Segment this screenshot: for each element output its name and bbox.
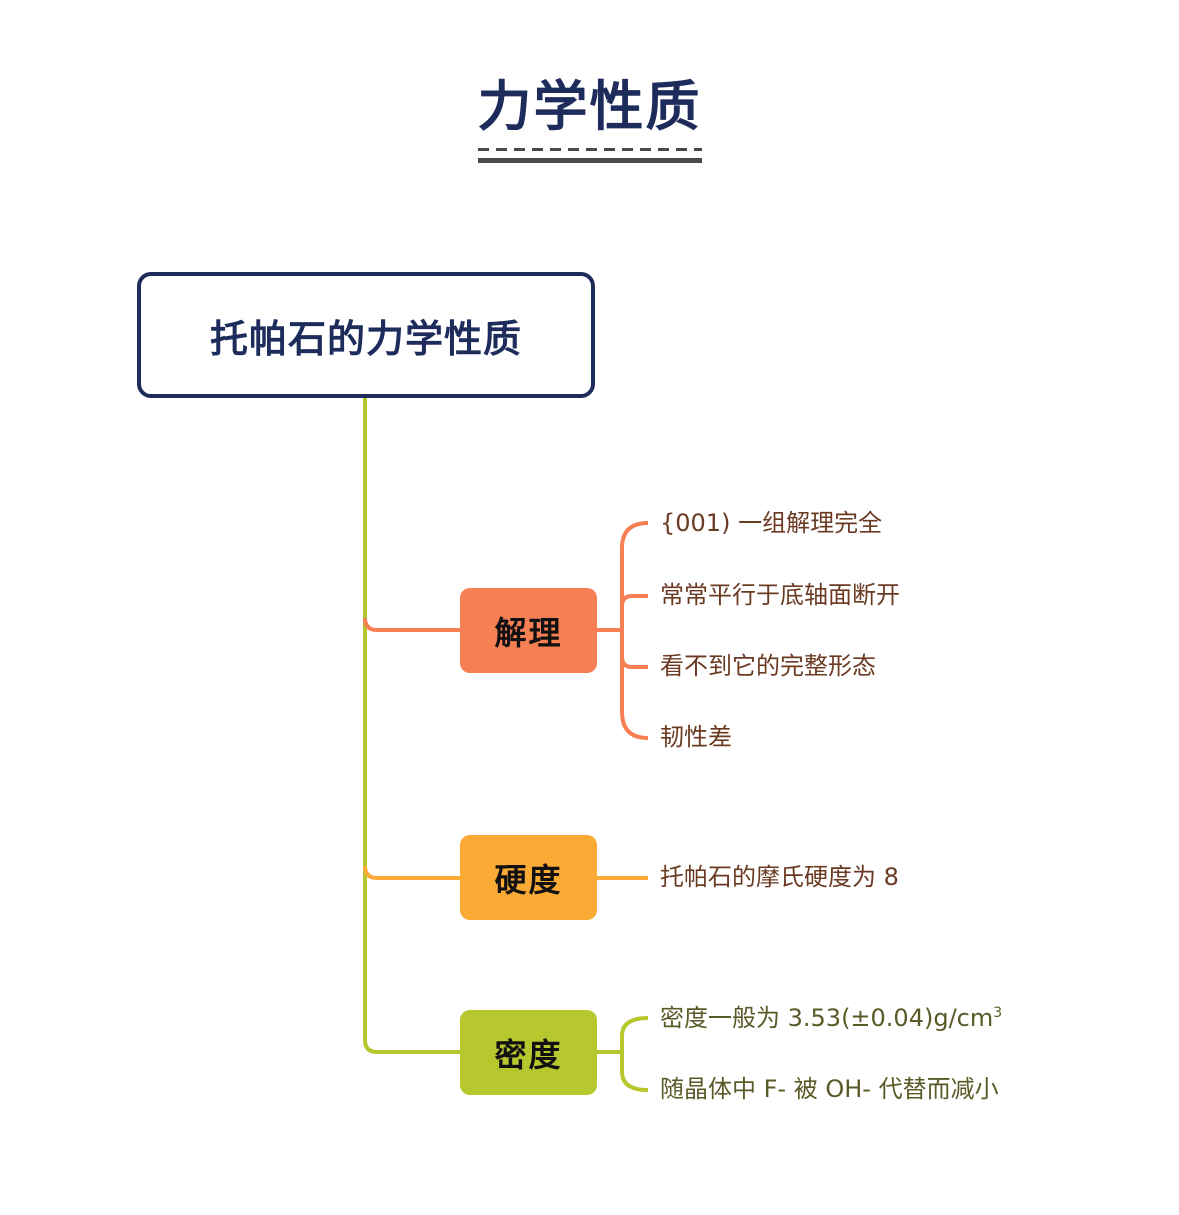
leaf-density-1: 密度一般为 3.53(±0.04)g/cm3 xyxy=(660,1003,1002,1033)
topic-hardness: 硬度 xyxy=(460,835,597,920)
connector-trunk-cleavage xyxy=(363,617,460,632)
connector-density-bracket xyxy=(597,1016,649,1092)
topic-cleavage-label: 解理 xyxy=(494,613,563,652)
connector-cleavage-leaf-3 xyxy=(620,656,648,669)
root-topic-box: 托帕石的力学性质 xyxy=(137,272,595,398)
leaf-density-1-text: 密度一般为 3.53(±0.04)g/cm xyxy=(660,1004,994,1032)
topic-density: 密度 xyxy=(460,1010,597,1095)
leaf-density-1-superscript: 3 xyxy=(993,1005,1003,1021)
trunk-line xyxy=(363,392,460,1054)
connector-cleavage-leaf-2 xyxy=(620,594,648,607)
connector-cleavage-bracket xyxy=(597,521,649,740)
connector-trunk-hardness xyxy=(363,865,460,880)
topic-hardness-label: 硬度 xyxy=(494,860,563,899)
title-underline-solid xyxy=(478,158,702,163)
topic-density-label: 密度 xyxy=(494,1035,563,1074)
title-underline-dashed xyxy=(478,148,702,151)
root-topic-label: 托帕石的力学性质 xyxy=(209,316,522,361)
leaf-cleavage-4: 韧性差 xyxy=(660,723,732,751)
leaf-cleavage-2: 常常平行于底轴面断开 xyxy=(660,581,900,609)
leaf-density-2: 随晶体中 F- 被 OH- 代替而减小 xyxy=(660,1075,999,1103)
leaf-cleavage-3: 看不到它的完整形态 xyxy=(660,652,876,680)
page-title: 力学性质 xyxy=(477,75,702,138)
title-underline xyxy=(478,148,702,164)
leaf-hardness-1: 托帕石的摩氏硬度为 8 xyxy=(660,863,899,891)
topic-cleavage: 解理 xyxy=(460,588,597,673)
leaf-cleavage-1: {001) 一组解理完全 xyxy=(660,509,883,537)
